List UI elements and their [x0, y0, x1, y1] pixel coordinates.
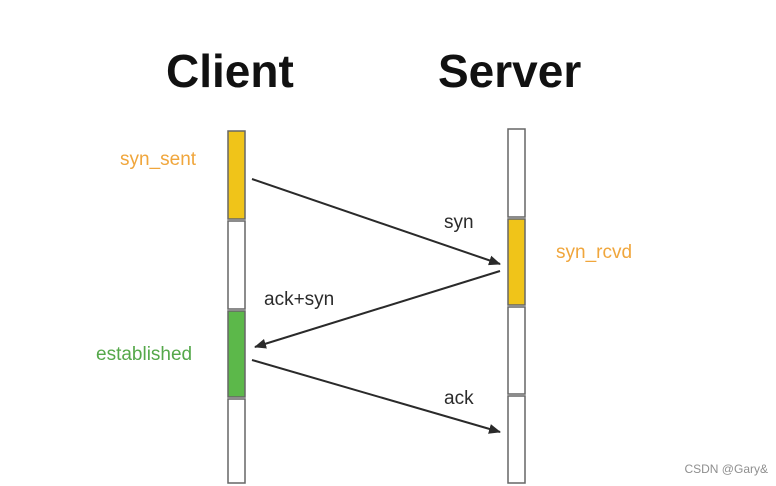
client-segment-after [227, 398, 246, 484]
client-title: Client [166, 45, 294, 97]
server-segment-idle [507, 306, 526, 395]
server-segment-syn-rcvd [507, 218, 526, 306]
established-label: established [96, 344, 193, 365]
syn-rcvd-label: syn_rcvd [556, 242, 633, 263]
ack-syn-arrow [254, 270, 501, 349]
syn-message-label: syn [444, 212, 474, 233]
server-title: Server [438, 45, 582, 97]
syn-arrow [251, 178, 501, 266]
ack-message-label: ack [444, 388, 474, 409]
watermark: CSDN @Gary& [684, 462, 768, 476]
ack-syn-message-label: ack+syn [264, 289, 335, 310]
client-timeline [227, 130, 246, 484]
server-timeline [507, 128, 526, 484]
client-segment-syn-sent [227, 130, 246, 220]
client-segment-idle [227, 220, 246, 310]
ack-arrow [251, 359, 501, 434]
client-segment-established [227, 310, 246, 398]
syn-sent-label: syn_sent [120, 149, 197, 170]
server-segment-listen [507, 128, 526, 218]
server-segment-after [507, 395, 526, 484]
